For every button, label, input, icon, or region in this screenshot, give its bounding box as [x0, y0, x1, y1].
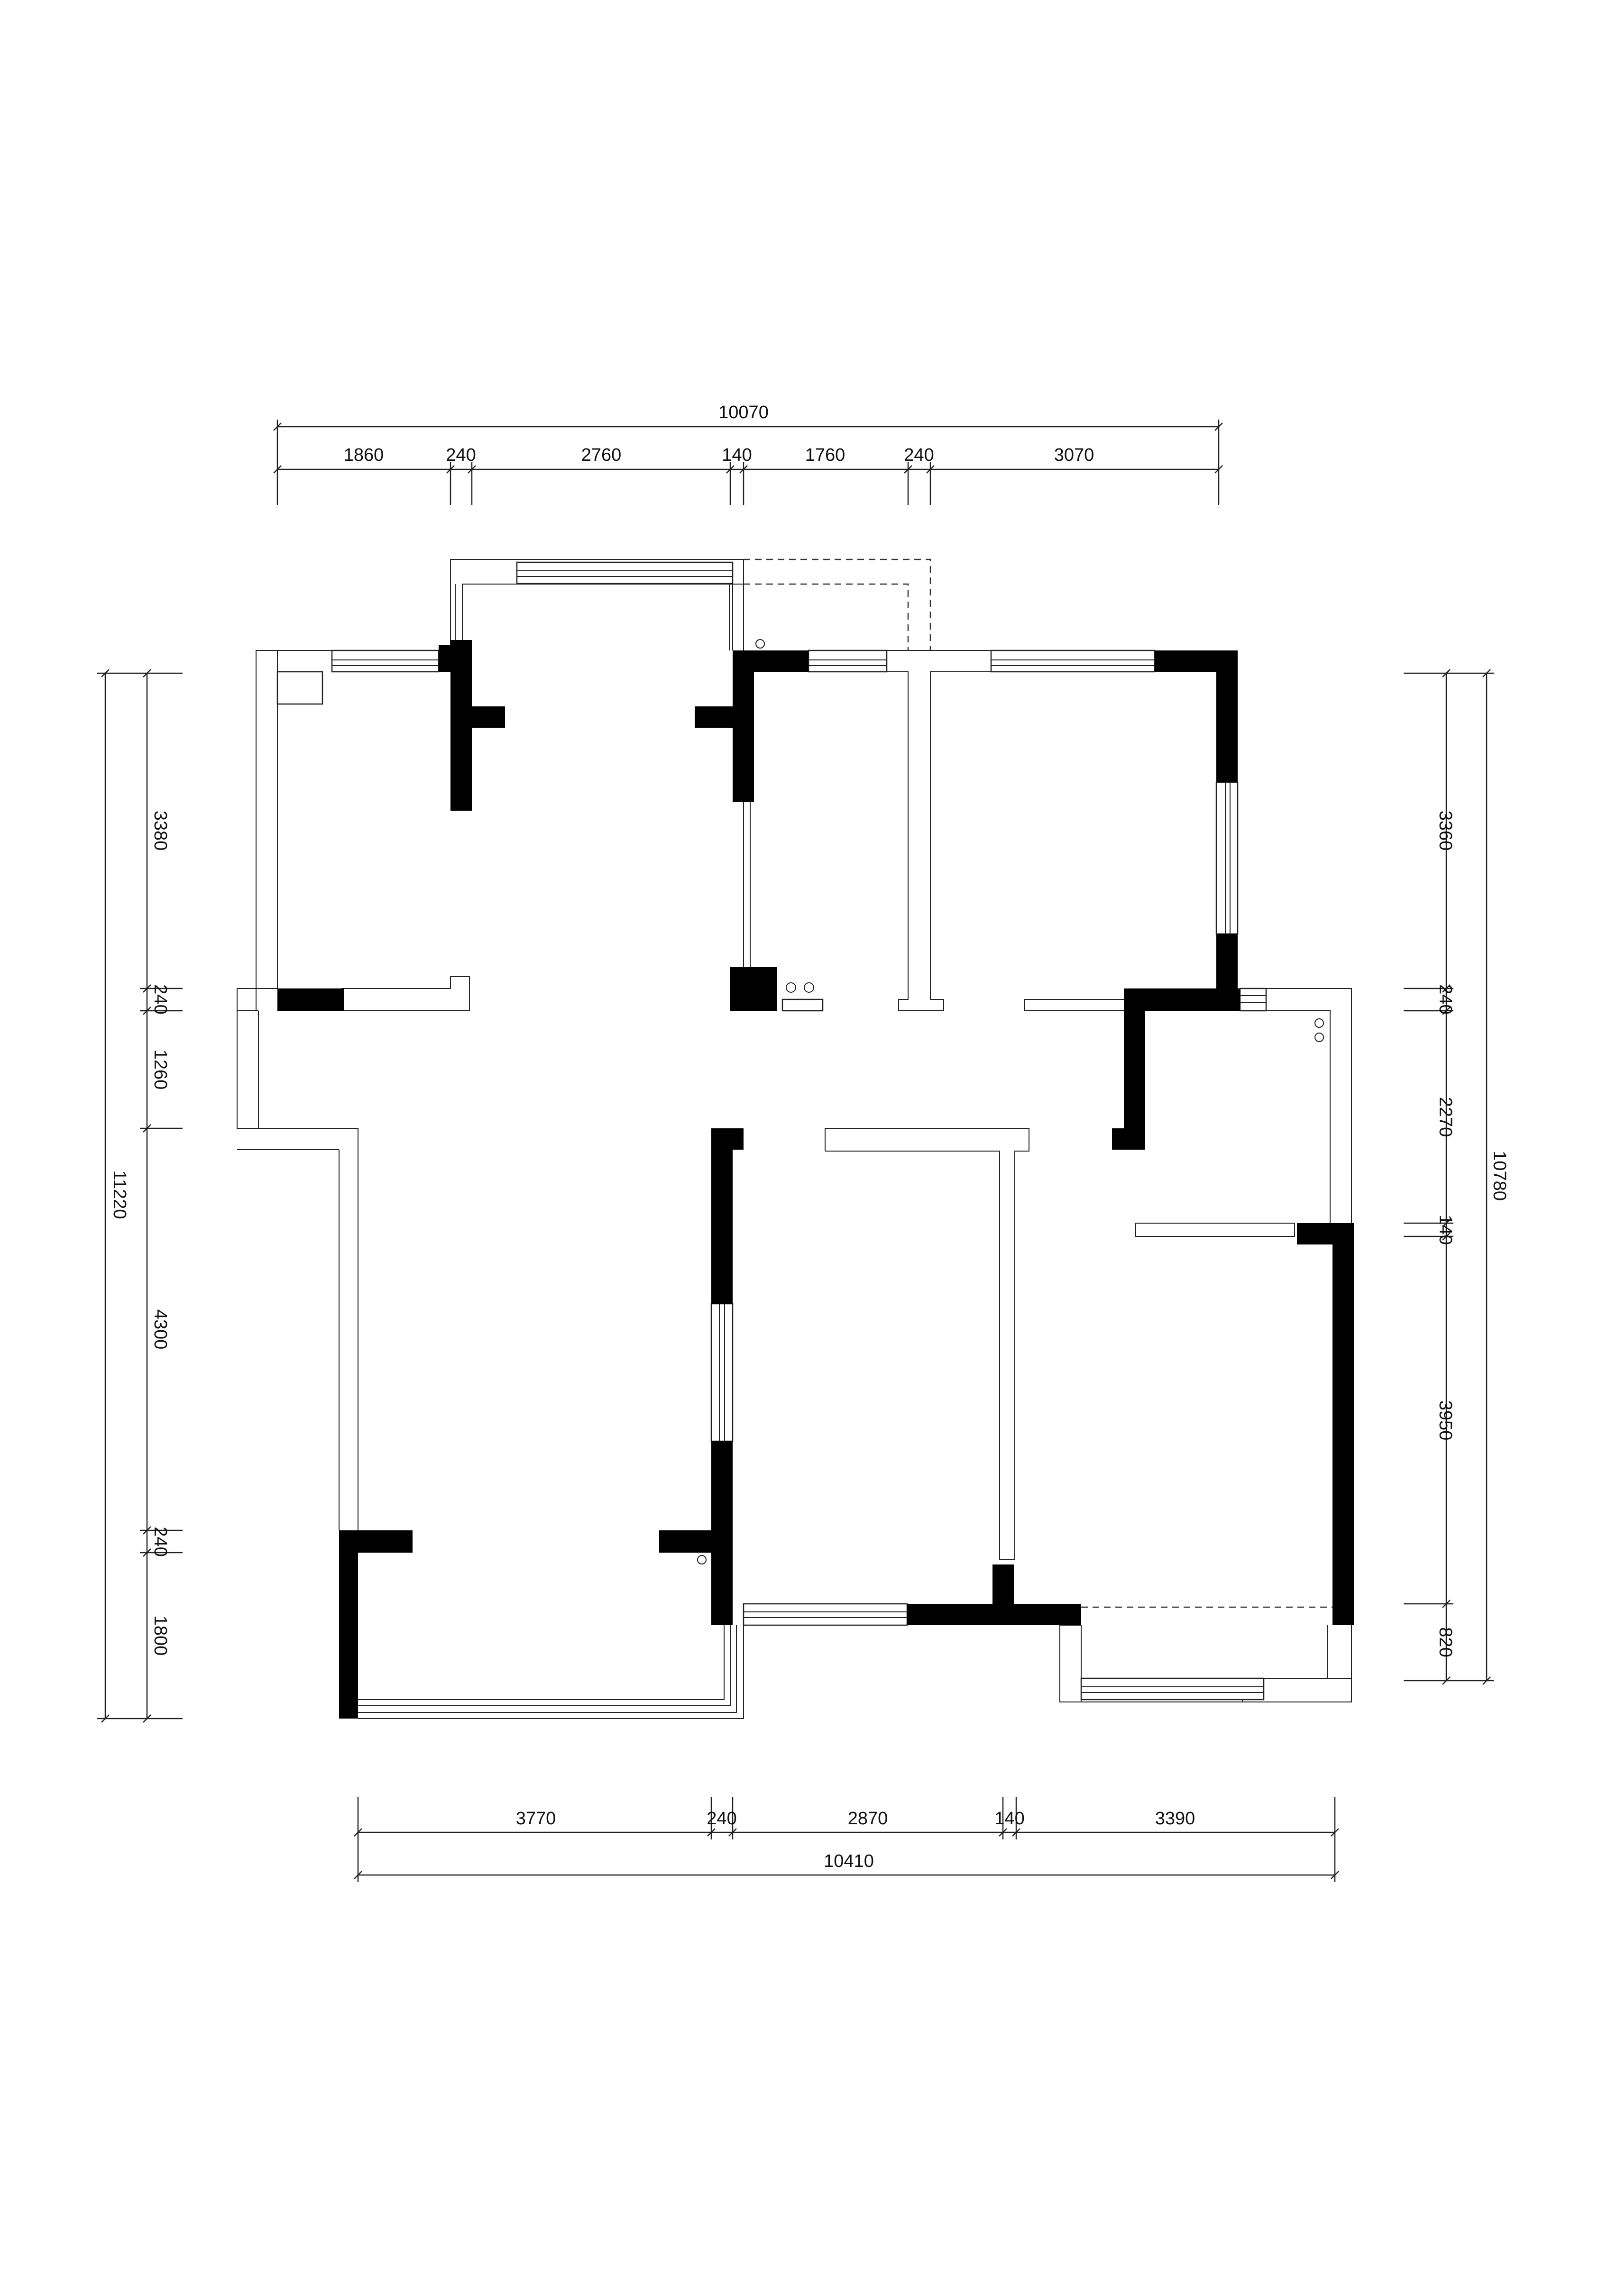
right-segment-label: 3950 [1435, 1400, 1455, 1441]
right-total-label: 10780 [1489, 1151, 1509, 1201]
top-segment-label: 1860 [344, 445, 384, 465]
left-segment-label: 4300 [150, 1309, 170, 1350]
top-segment-label: 140 [722, 445, 752, 465]
top-segment-label: 3070 [1054, 445, 1094, 465]
bottom-segment-label: 3770 [516, 1809, 556, 1829]
right-dimension-chain: 10780 3360 240 2270 140 3950 820 [1404, 669, 1509, 1685]
left-segment-label: 240 [150, 984, 170, 1014]
top-segment-label: 240 [904, 445, 934, 465]
right-segment-label: 240 [1435, 984, 1455, 1014]
bottom-total-label: 10410 [824, 1851, 874, 1871]
left-segment-label: 1800 [150, 1616, 170, 1656]
left-dimension-chain: 11220 3380 240 1260 4300 240 1800 [97, 669, 183, 1723]
left-segment-label: 1260 [150, 1050, 170, 1090]
top-total-label: 10070 [718, 402, 769, 422]
right-segment-label: 2270 [1435, 1097, 1455, 1137]
left-total-label: 11220 [110, 1171, 129, 1219]
right-segment-label: 140 [1435, 1215, 1455, 1244]
bottom-segment-label: 140 [994, 1809, 1024, 1829]
bottom-dimension-chain: 3770 240 2870 140 3390 10410 [354, 1797, 1339, 1882]
left-segment-label: 3380 [150, 811, 170, 851]
right-segment-label: 3360 [1435, 811, 1455, 851]
left-segment-label: 240 [150, 1527, 170, 1556]
bottom-segment-label: 3390 [1155, 1809, 1195, 1829]
partition-walls [237, 558, 1352, 1719]
top-segment-label: 240 [446, 445, 476, 465]
bottom-segment-label: 2870 [848, 1809, 888, 1829]
right-segment-label: 820 [1435, 1627, 1455, 1657]
top-segment-label: 1760 [805, 445, 845, 465]
bottom-segment-label: 240 [707, 1809, 736, 1829]
load-bearing-walls [277, 640, 1354, 1719]
top-dimension-chain: 10070 1860 240 2760 140 1760 240 3070 [273, 402, 1223, 505]
top-segment-label: 2760 [581, 445, 622, 465]
